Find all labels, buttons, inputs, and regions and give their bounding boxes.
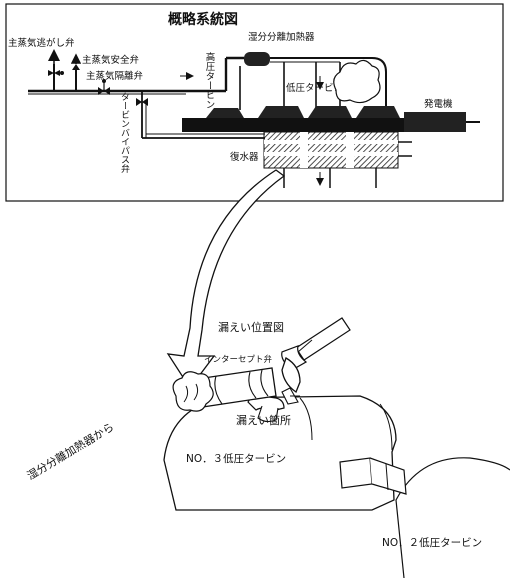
isolation-valve-label: 主蒸気隔離弁 bbox=[86, 70, 144, 82]
relief-valve-icon bbox=[48, 49, 64, 91]
lp-turbine-label: 低圧タービン bbox=[286, 82, 343, 94]
condenser-block bbox=[263, 131, 412, 188]
condenser-label: 復水器 bbox=[230, 151, 259, 163]
from-msr-label: 湿分分離加熱器から bbox=[24, 420, 116, 483]
system-diagram-title: 概略系統図 bbox=[168, 11, 238, 28]
bypass-valve-label: タービンバイパス弁 bbox=[119, 92, 130, 174]
turbine-train bbox=[182, 106, 480, 132]
leak-point-icon bbox=[172, 371, 214, 412]
lp-turbine-3-casing bbox=[163, 395, 397, 511]
intercept-valve-label: インターセプト弁 bbox=[204, 354, 273, 365]
leak-cloud-icon bbox=[333, 59, 381, 104]
lp-turbine-2-casing bbox=[395, 457, 510, 578]
turbine-inlet-pipe bbox=[247, 395, 285, 423]
hp-turbine-label: 高圧タービン bbox=[204, 51, 216, 109]
relief-valve-label: 主蒸気逃がし弁 bbox=[8, 37, 75, 49]
generator-label: 発電機 bbox=[424, 98, 453, 110]
isolation-valve-icon bbox=[98, 79, 110, 95]
safety-valve-label: 主蒸気安全弁 bbox=[82, 54, 140, 66]
leak-view-title: 漏えい位置図 bbox=[218, 320, 284, 334]
leak-location-label: 漏えい箇所 bbox=[236, 413, 291, 427]
system-diagram-frame bbox=[5, 3, 504, 202]
lp-turbine-3-label: NO．３低圧タービン bbox=[186, 452, 286, 465]
lp-turbine-2-label: NO．２低圧タービン bbox=[382, 536, 482, 549]
crossover-connector bbox=[339, 457, 407, 495]
intercept-valve-icon bbox=[281, 357, 301, 405]
msr-icon bbox=[239, 52, 387, 110]
bypass-line bbox=[136, 91, 265, 139]
zoom-arrow bbox=[166, 169, 286, 390]
msr-label: 湿分分離加熱器 bbox=[248, 31, 315, 43]
safety-valve-icon bbox=[70, 53, 82, 91]
